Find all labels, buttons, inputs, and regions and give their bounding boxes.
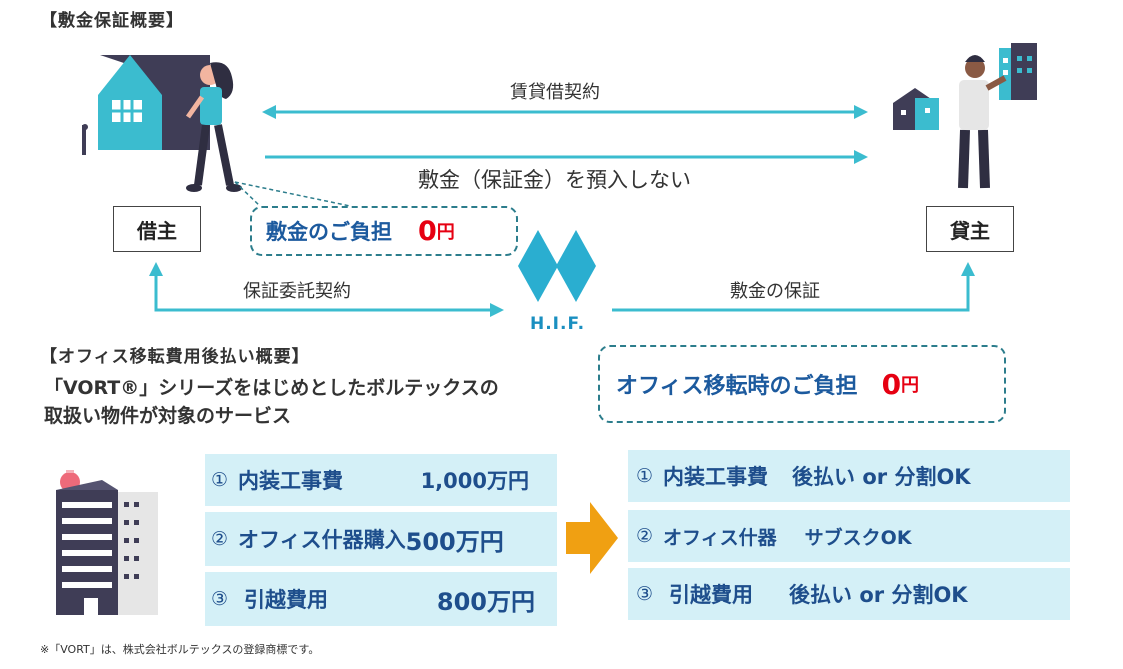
- cost-before-label-2: オフィス什器購入: [238, 528, 406, 552]
- cost-after-plan-1: 後払い or 分割OK: [792, 465, 971, 489]
- cost-before-amount-1: 1,000万円: [420, 469, 529, 493]
- cost-before-amount-2: 500万円: [405, 527, 504, 556]
- deposit-burden-label: 敷金のご負担: [266, 220, 392, 244]
- office-building-illustration: [56, 470, 158, 615]
- deposit-guarantee-label: 敷金の保証: [730, 281, 820, 302]
- cost-before-row-2: ② オフィス什器購入 500万円: [205, 512, 557, 566]
- hif-logo-text: H.I.F.: [530, 314, 586, 334]
- cost-after-num-3: ③: [636, 583, 654, 605]
- cost-after-label-1: 内装工事費: [663, 465, 769, 489]
- cost-after-row-1: ① 内装工事費 後払い or 分割OK: [628, 450, 1070, 502]
- cost-after-num-1: ①: [636, 465, 654, 487]
- relocation-burden-unit: 円: [901, 375, 920, 396]
- cost-before-amount-3: 800万円: [436, 587, 535, 616]
- relocation-burden-label: オフィス移転時のご負担: [616, 374, 858, 399]
- lender-building-illustration: [893, 43, 1037, 189]
- cost-after-label-2: オフィス什器: [663, 526, 777, 549]
- cost-before-row-1: ① 内装工事費 1,000万円: [205, 454, 557, 506]
- lease-contract-label: 賃貸借契約: [510, 82, 600, 103]
- section1-title: 【敷金保証概要】: [40, 11, 184, 31]
- callout-pointer: [234, 181, 351, 207]
- cost-before-label-3: 引越費用: [244, 588, 329, 612]
- cost-before-num-2: ②: [211, 528, 229, 550]
- borrower-label: 借主: [113, 206, 201, 252]
- borrower-house-illustration: [82, 55, 242, 192]
- cost-after-row-2: ② オフィス什器 サブスクOK: [628, 510, 1070, 562]
- cost-after-plan-2: サブスクOK: [804, 526, 912, 549]
- footnote: ※「VORT」は、株式会社ボルテックスの登録商標です。: [40, 643, 320, 656]
- deposit-burden-unit: 円: [436, 222, 455, 243]
- cost-after-row-3: ③ 引越費用 後払い or 分割OK: [628, 568, 1070, 620]
- section2-title: 【オフィス移転費用後払い概要】: [40, 347, 310, 367]
- deposit-guarantee-arrow: [612, 262, 975, 312]
- deposit-burden-amount: 0: [418, 215, 437, 247]
- cost-after-plan-3: 後払い or 分割OK: [789, 583, 968, 607]
- description-line-1: 「VORT®」シリーズをはじめとしたボルテックスの: [44, 377, 499, 399]
- cost-after-num-2: ②: [636, 525, 654, 547]
- relocation-burden-box: オフィス移転時のご負担 0 円: [598, 345, 1006, 423]
- description-line-2: 取扱い物件が対象のサービス: [44, 405, 292, 427]
- no-deposit-arrow: [265, 150, 868, 164]
- lender-label: 貸主: [926, 206, 1014, 252]
- cost-after-label-3: 引越費用: [669, 583, 754, 607]
- lease-contract-arrow: [262, 105, 868, 119]
- cost-before-label-1: 内装工事費: [238, 469, 344, 493]
- transition-arrow-icon: [566, 502, 618, 574]
- service-description: 「VORT®」シリーズをはじめとしたボルテックスの 取扱い物件が対象のサービス: [44, 374, 499, 430]
- cost-before-num-1: ①: [211, 469, 229, 491]
- cost-before-num-3: ③: [211, 588, 229, 610]
- no-deposit-label: 敷金（保証金）を預入しない: [418, 168, 691, 192]
- cost-before-row-3: ③ 引越費用 800万円: [205, 572, 557, 626]
- relocation-burden-amount: 0: [881, 367, 902, 401]
- guarantee-contract-arrow: [149, 262, 504, 317]
- guarantee-contract-label: 保証委託契約: [243, 281, 351, 302]
- deposit-burden-box: 敷金のご負担 0 円: [250, 206, 518, 256]
- hif-logo-icon: [518, 230, 596, 302]
